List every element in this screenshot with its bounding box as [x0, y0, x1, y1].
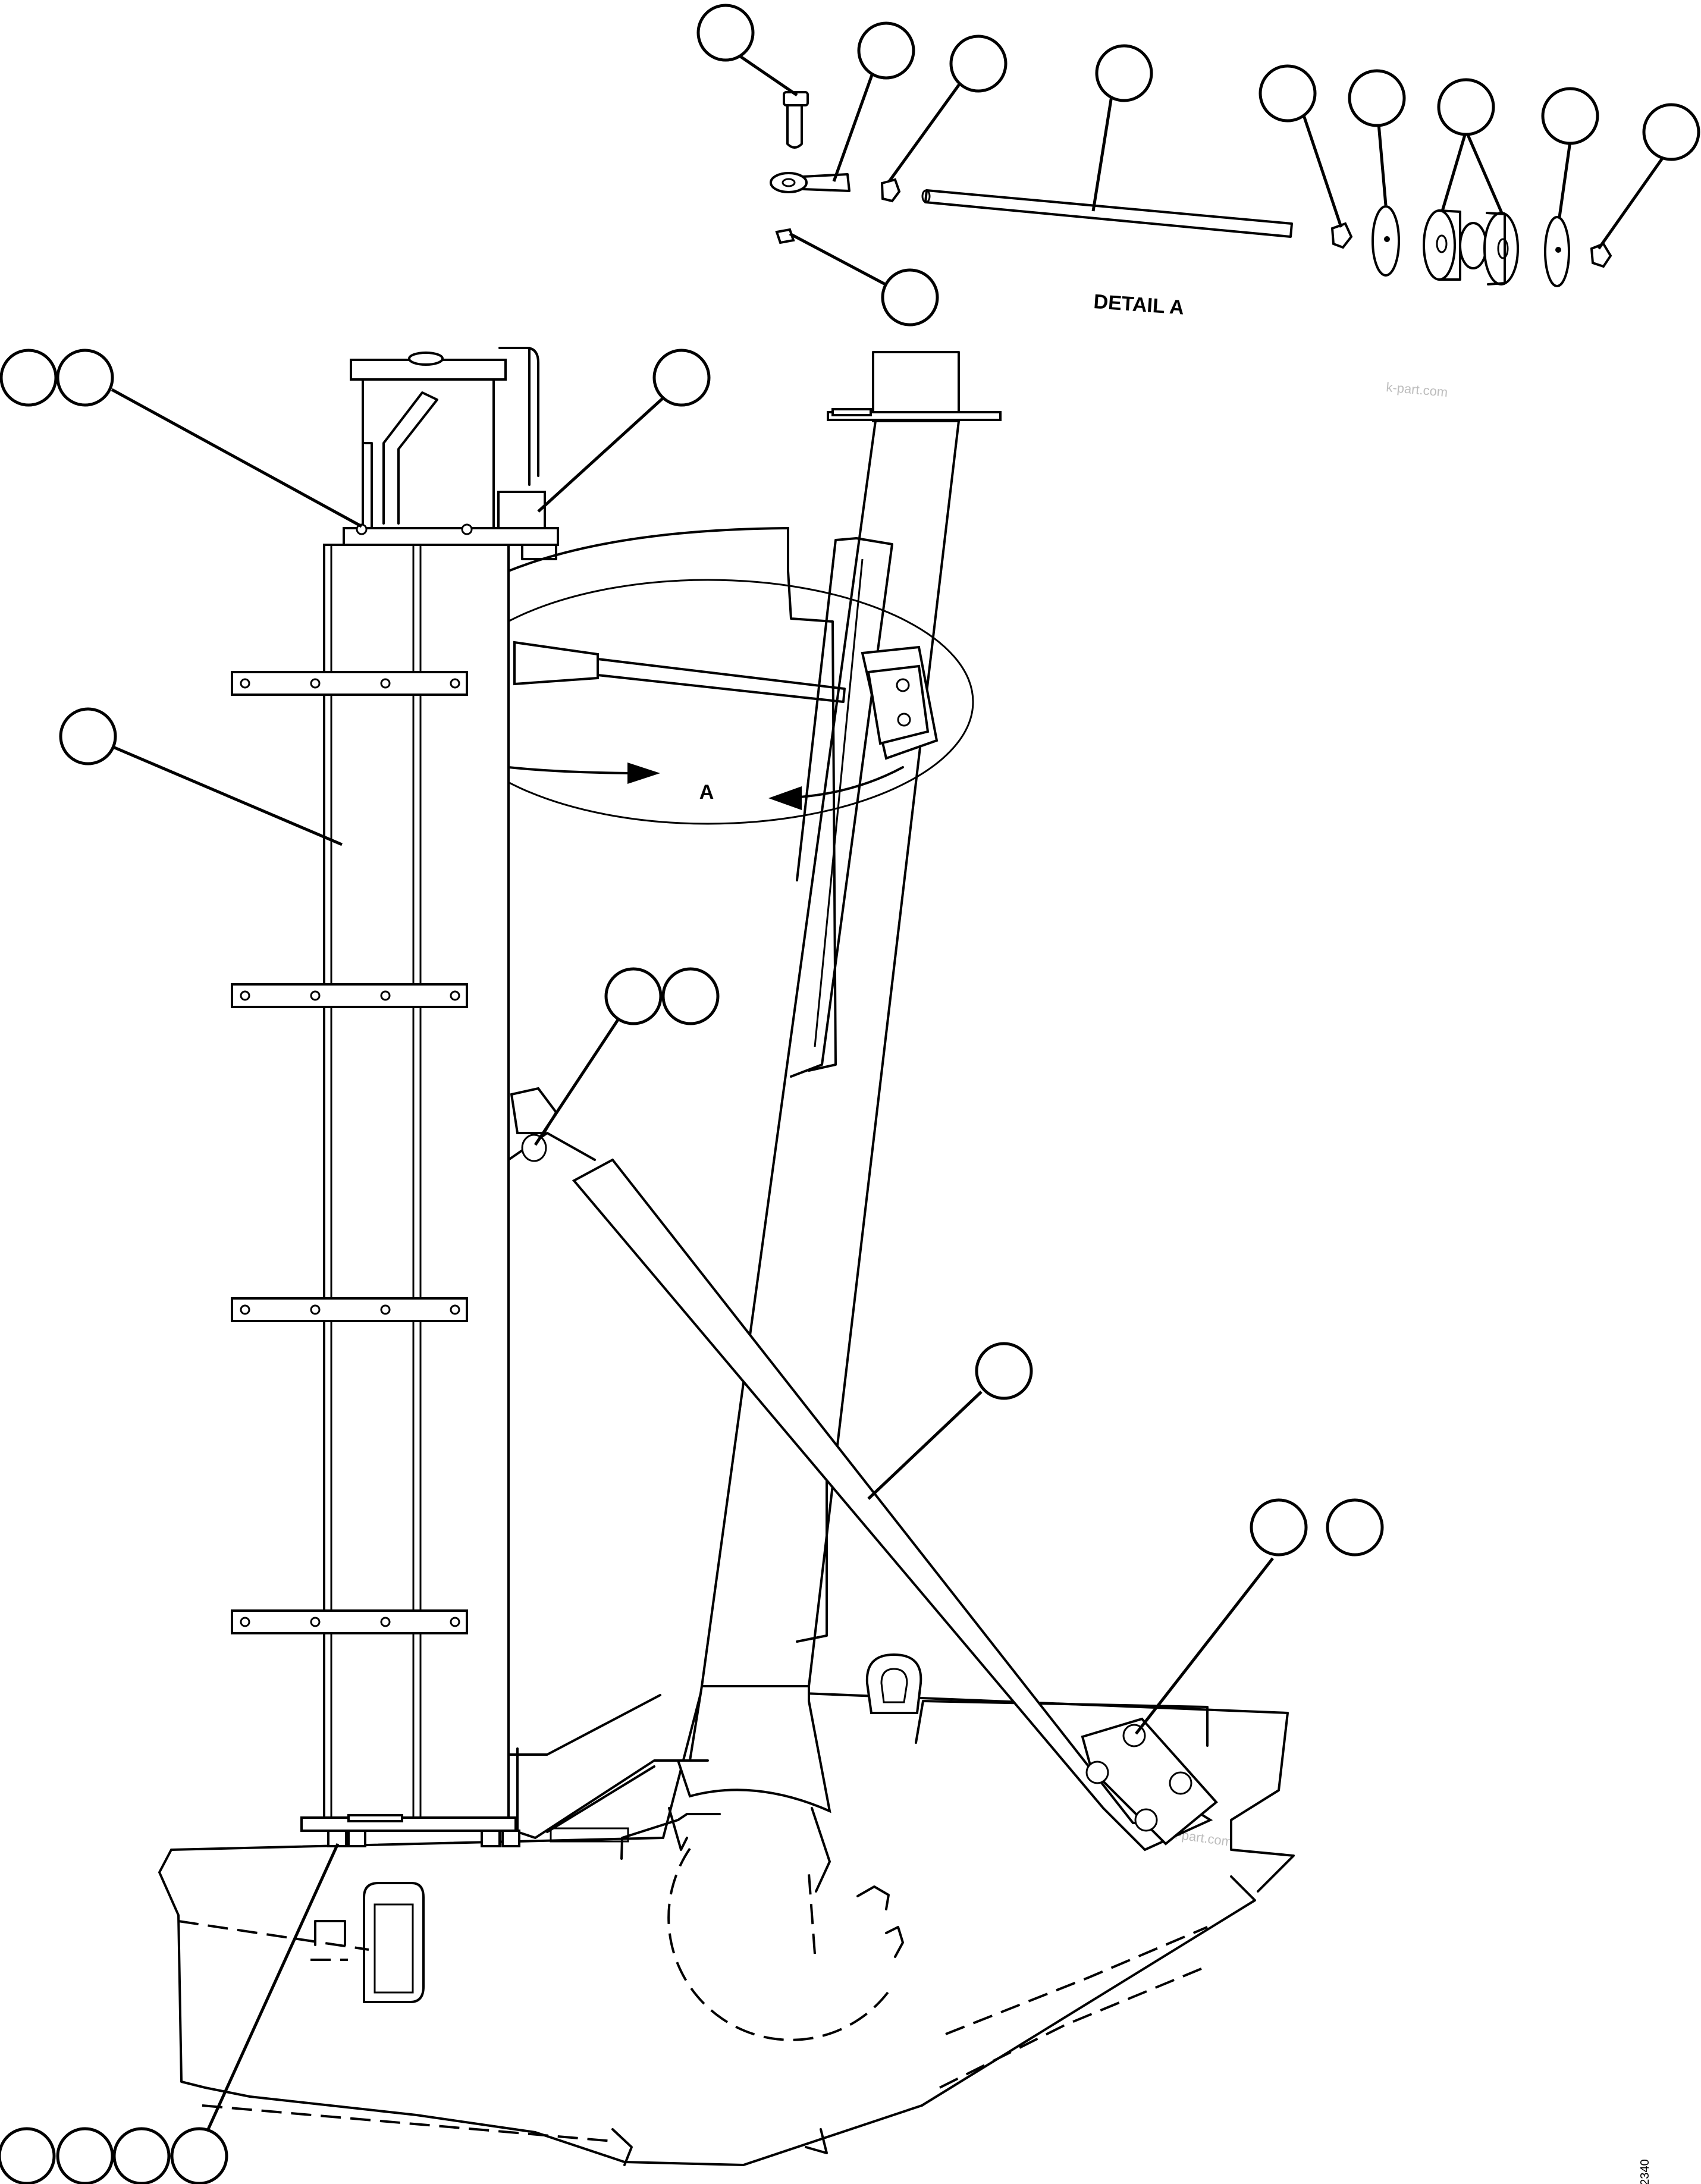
- callout-balloon: [949, 34, 1008, 93]
- detail-a-group: DETAIL A: [770, 91, 1612, 319]
- callout-balloon: [1437, 78, 1495, 136]
- callout-balloon: [1250, 1498, 1308, 1557]
- callout-balloon: [170, 2127, 228, 2184]
- leader-lines: [111, 55, 1670, 2130]
- callout-balloon: [0, 2127, 56, 2184]
- detail-nut-1: [880, 178, 901, 203]
- callout-balloon: [59, 707, 117, 765]
- vertical-mast: [231, 347, 559, 1847]
- callout-balloon: [975, 1342, 1033, 1400]
- callout-balloon: [857, 21, 915, 80]
- detail-insert: [775, 228, 795, 244]
- callout-balloons: [0, 4, 1700, 2184]
- detail-label: DETAIL A: [1093, 290, 1185, 319]
- detail-rod: [921, 189, 1293, 238]
- callout-balloon: [1326, 1498, 1384, 1557]
- detail-nut-2: [1330, 222, 1353, 249]
- pivot-drum: [611, 1807, 904, 2166]
- arrow-right: [768, 786, 802, 810]
- detail-washer-1: [1372, 205, 1400, 277]
- detail-rod-end: [770, 172, 850, 193]
- callout-balloon: [1095, 44, 1153, 102]
- watermark-1: k-part.com: [1386, 379, 1449, 400]
- callout-balloon: [1541, 87, 1599, 145]
- lift-eye: [865, 1653, 922, 1714]
- callout-balloon: [112, 2127, 171, 2184]
- chassis-base: [158, 1653, 1295, 2166]
- callout-balloon: [1642, 103, 1700, 161]
- callout-balloon: [661, 967, 720, 1025]
- callout-balloon: [56, 349, 114, 407]
- callout-balloon: [881, 268, 939, 327]
- brace-strut: [572, 1158, 1218, 1852]
- callout-balloon: [1348, 69, 1406, 127]
- strap-holes: [240, 678, 460, 1627]
- arrow-left: [627, 762, 660, 784]
- callout-balloon: [0, 349, 58, 407]
- detail-bushing-pair: [1423, 209, 1519, 285]
- callout-balloon: [1259, 64, 1317, 123]
- detail-bolt: [783, 91, 809, 149]
- view-marker: A: [699, 781, 714, 804]
- callout-balloon: [696, 4, 755, 62]
- angled-boom: [676, 351, 1002, 1893]
- callout-balloon: [652, 349, 711, 407]
- callout-balloon: [56, 2127, 114, 2184]
- drawing-number: 62340: [1639, 2159, 1652, 2184]
- callout-balloon: [604, 967, 663, 1025]
- detail-washer-2: [1544, 216, 1570, 287]
